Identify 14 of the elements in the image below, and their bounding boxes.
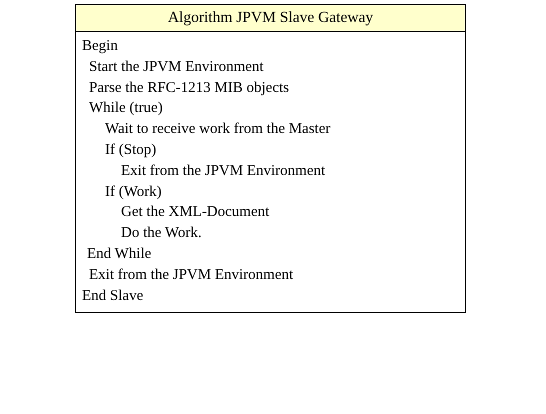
pseudocode-line: While (true) xyxy=(89,99,163,118)
pseudocode-line: End Slave xyxy=(82,286,144,306)
pseudocode-line: If (Work) xyxy=(105,182,162,202)
pseudocode-line: Exit from the JPVM Environment xyxy=(89,266,294,285)
algorithm-title: Algorithm JPVM Slave Gateway xyxy=(168,8,374,28)
pseudocode-line: Wait to receive work from the Master xyxy=(105,120,330,140)
pseudocode-line: Do the Work. xyxy=(121,224,202,244)
pseudocode-line: Get the XML-Document xyxy=(121,203,270,222)
pseudocode-line: Begin xyxy=(82,37,118,56)
pseudocode-line: Exit from the JPVM Environment xyxy=(121,162,326,181)
pseudocode-line: Start the JPVM Environment xyxy=(89,58,264,77)
pseudocode-line: If (Stop) xyxy=(105,140,156,160)
pseudocode-line: Parse the RFC-1213 MIB objects xyxy=(89,78,289,98)
pseudocode-line: End While xyxy=(87,244,152,264)
